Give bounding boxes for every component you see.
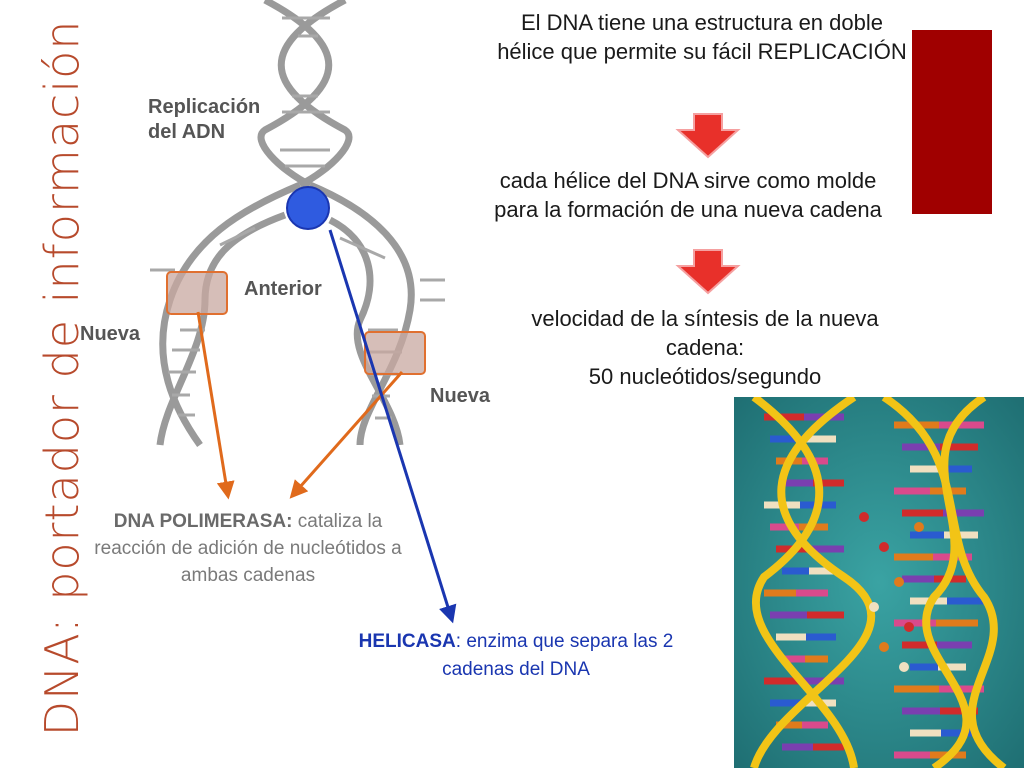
polimerasa-arrow-right [289,371,404,499]
polimerasa-marker-right [364,331,426,375]
label-nueva-right: Nueva [430,385,491,407]
step-1-text: El DNA tiene una estructura en doble hél… [497,10,907,64]
illustration-free-nucleotide [904,622,914,632]
illustration-free-nucleotide [879,542,889,552]
helicasa-name: HELICASA [358,631,456,652]
diagram-title-line1: Replicación [148,96,260,118]
polimerasa-arrow-left [196,311,235,500]
step-3-line1: velocidad de la síntesis de la nueva cad… [531,306,879,360]
illustration-free-nucleotide [894,577,904,587]
illustration-backbone-left-b [751,397,858,768]
illustration-free-nucleotide [879,642,889,652]
step-2-text: cada hélice del DNA sirve como molde par… [494,168,882,222]
helicasa-arrow [328,229,457,624]
illustration-free-nucleotide [899,662,909,672]
polimerasa-caption: DNA POLIMERASA: cataliza la reacción de … [80,508,416,589]
step-3-text: velocidad de la síntesis de la nueva cad… [500,304,910,391]
dna-replication-illustration [734,397,1024,768]
upper-base-pairs [280,16,330,168]
slide-title-vertical: DNA: portador de información [35,19,89,737]
polimerasa-name: DNA POLIMERASA: [113,511,293,532]
helicasa-marker [286,186,330,230]
helicasa-caption: HELICASA: enzima que separa las 2 cadena… [346,628,686,684]
label-nueva-left: Nueva [80,323,141,345]
right-branch-new-strand [328,216,404,446]
step-3-line2: 50 nucleótidos/segundo [588,364,822,389]
label-anterior: Anterior [244,278,322,300]
illustration-free-nucleotide [914,522,924,532]
illustration-backbone-right-b [922,397,987,768]
illustration-free-nucleotides [859,512,924,672]
down-arrow-1 [675,113,741,159]
decorative-red-box [912,30,992,214]
illustration-backbone-left-a [750,397,876,768]
left-base-pairs [168,226,256,417]
down-arrow-2 [675,249,741,295]
illustration-backbone-right-a [881,397,1007,768]
illustration-free-nucleotide [869,602,879,612]
diagram-title-line2: del ADN [148,121,225,143]
free-nucleotides [150,268,445,302]
illustration-free-nucleotide [859,512,869,522]
helicasa-desc: : enzima que separa las 2 cadenas del DN… [442,631,674,680]
polimerasa-desc: cataliza la reacción de adición de nucle… [94,511,402,586]
